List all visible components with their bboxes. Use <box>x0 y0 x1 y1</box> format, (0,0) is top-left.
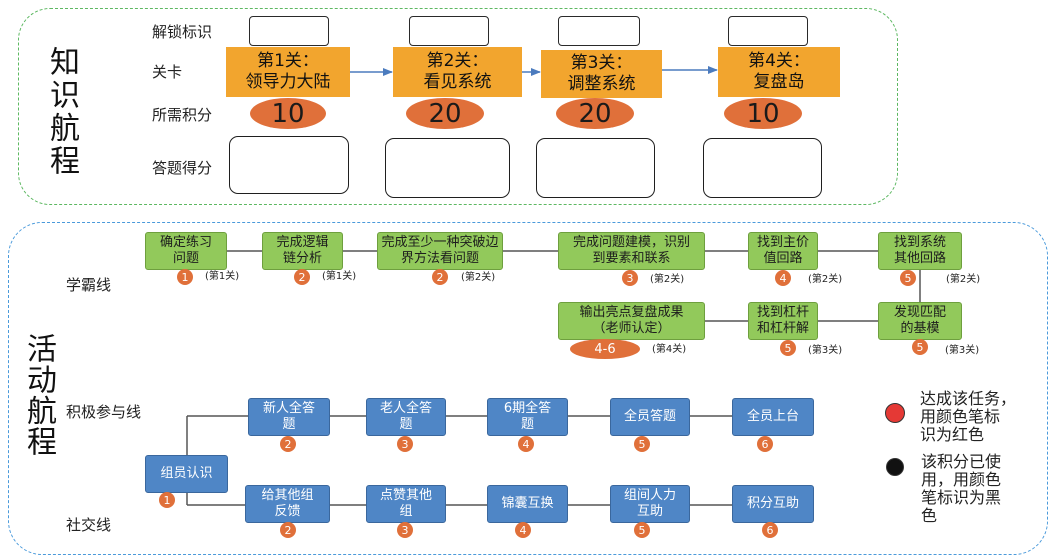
black-marker-dot <box>886 458 904 476</box>
points-badge: 5 <box>900 270 916 286</box>
level-tag: (第1关) <box>205 271 240 282</box>
legend-text-used: 该积分已使 用，用颜色 笔标识为黑 色 <box>921 452 1002 525</box>
required-points: 20 <box>556 98 634 129</box>
level-tag: (第3关) <box>945 345 980 356</box>
unlock-mark-box <box>249 16 329 46</box>
activity-voyage-title: 活动航程 <box>21 333 56 457</box>
activity-voyage-frame <box>8 222 1048 555</box>
answer-score-box <box>385 138 510 198</box>
unlock-mark-box <box>728 16 808 46</box>
track-label-study: 学霸线 <box>66 276 112 294</box>
participation-task: 全员答题 <box>610 398 690 436</box>
legend-text-completed: 达成该任务， 用颜色笔标 识为红色 <box>920 389 1017 444</box>
level-card: 第2关： 看见系统 <box>393 47 522 97</box>
points-badge: 6 <box>757 436 773 452</box>
points-badge: 1 <box>159 492 175 508</box>
social-task: 给其他组 反馈 <box>245 485 330 523</box>
row-label-level: 关卡 <box>152 63 183 81</box>
start-task: 组员认识 <box>145 455 228 493</box>
points-badge: 5 <box>780 340 796 356</box>
study-task: 完成问题建模，识别 到要素和联系 <box>558 232 705 270</box>
social-task: 积分互助 <box>732 485 814 523</box>
track-label-social: 社交线 <box>66 516 112 534</box>
level-tag: (第1关) <box>322 271 357 282</box>
points-badge: 2 <box>280 436 296 452</box>
unlock-mark-box <box>409 16 489 46</box>
study-task: 发现匹配 的基模 <box>878 302 962 340</box>
points-badge: 4 <box>775 270 791 286</box>
points-badge: 2 <box>294 269 310 285</box>
points-badge: 6 <box>762 522 778 538</box>
required-points: 10 <box>250 98 326 129</box>
row-label-points: 所需积分 <box>152 106 213 124</box>
unlock-mark-box <box>558 16 640 46</box>
study-task: 输出亮点复盘成果 （老师认定） <box>558 302 705 340</box>
red-marker-dot <box>885 403 905 423</box>
points-badge: 1 <box>177 269 193 285</box>
level-tag: (第2关) <box>650 274 685 285</box>
participation-task: 6期全答 题 <box>487 398 568 436</box>
study-task: 确定练习 问题 <box>145 232 227 270</box>
study-task: 完成至少一种突破边 界方法看问题 <box>377 232 503 270</box>
study-task: 完成逻辑 链分析 <box>262 232 343 270</box>
answer-score-box <box>703 138 822 198</box>
participation-task: 全员上台 <box>732 398 814 436</box>
answer-score-box <box>536 138 655 198</box>
points-badge: 5 <box>912 339 928 355</box>
points-badge: 3 <box>622 270 638 286</box>
points-badge: 4 <box>515 522 531 538</box>
level-tag: (第2关) <box>461 272 496 283</box>
row-label-unlock: 解锁标识 <box>152 23 213 41</box>
points-badge: 2 <box>432 269 448 285</box>
knowledge-voyage-title: 知识航程 <box>44 46 79 178</box>
study-task: 找到主价 值回路 <box>748 232 818 270</box>
level-tag: (第2关) <box>808 274 843 285</box>
level-card: 第4关： 复盘岛 <box>718 47 840 97</box>
row-label-score: 答题得分 <box>152 159 213 177</box>
points-badge: 2 <box>280 522 296 538</box>
points-badge: 5 <box>634 522 650 538</box>
social-task: 锦囊互换 <box>487 485 568 523</box>
level-tag: (第2关) <box>946 274 981 285</box>
study-task: 找到杠杆 和杠杆解 <box>748 302 818 340</box>
level-card: 第3关： 调整系统 <box>541 50 662 98</box>
required-points: 10 <box>724 98 802 129</box>
points-badge: 4-6 <box>570 339 640 359</box>
knowledge-voyage-frame <box>18 8 898 205</box>
track-label-participation: 积极参与线 <box>66 403 142 421</box>
required-points: 20 <box>406 98 484 129</box>
study-task: 找到系统 其他回路 <box>878 232 962 270</box>
level-card: 第1关： 领导力大陆 <box>226 47 350 97</box>
points-badge: 4 <box>518 436 534 452</box>
level-tag: (第3关) <box>808 345 843 356</box>
answer-score-box <box>229 136 349 194</box>
participation-task: 老人全答 题 <box>366 398 446 436</box>
level-tag: (第4关) <box>652 344 687 355</box>
social-task: 点赞其他 组 <box>366 485 446 523</box>
points-badge: 3 <box>397 436 413 452</box>
social-task: 组间人力 互助 <box>610 485 690 523</box>
points-badge: 3 <box>397 522 413 538</box>
points-badge: 5 <box>634 436 650 452</box>
participation-task: 新人全答 题 <box>248 398 330 436</box>
